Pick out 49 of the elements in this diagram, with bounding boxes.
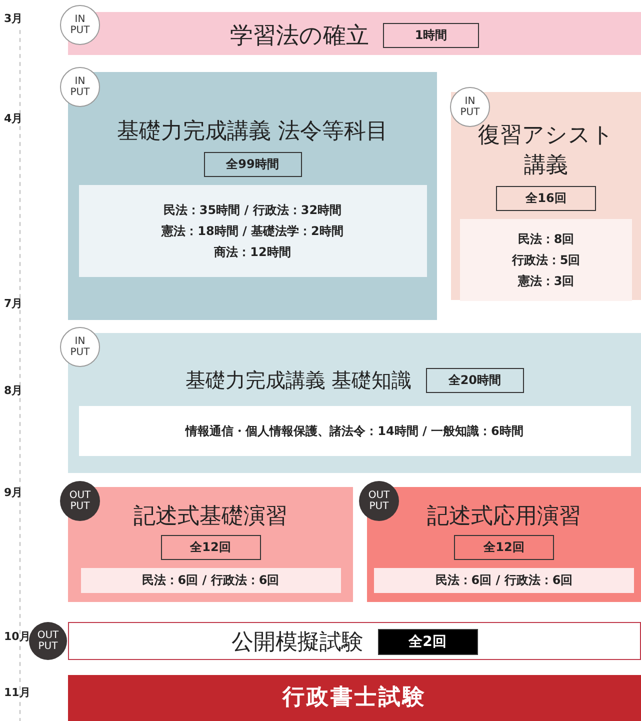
detail-text: 商法：12時間: [214, 244, 291, 260]
detail-text: 民法：6回 / 行政法：6回: [435, 572, 573, 589]
detail-text: 民法：8回: [518, 230, 574, 248]
course-title: 記述式応用演習: [427, 503, 581, 531]
phase-badge: OUT PUT: [60, 481, 100, 521]
detail-panel: [460, 219, 632, 301]
month-label: 4月: [4, 111, 24, 126]
detail-panel: [78, 406, 630, 456]
phase-badge: IN PUT: [60, 5, 100, 45]
course-title: 学習法の確立: [230, 22, 369, 51]
course-block: [68, 12, 641, 55]
detail-text: 憲法：3回: [518, 272, 574, 290]
phase-badge: IN PUT: [60, 67, 100, 107]
phase-badge: OUT PUT: [29, 622, 67, 660]
course-block: [68, 675, 641, 721]
course-block: [68, 72, 437, 320]
count-tag: 全12回: [160, 535, 260, 560]
course-block: [68, 622, 641, 660]
month-label: 3月: [4, 11, 24, 26]
detail-panel: [78, 185, 426, 277]
count-tag: 全20時間: [426, 368, 524, 393]
course-block: [451, 92, 641, 300]
detail-text: 憲法：18時間 / 基礎法学：2時間: [162, 222, 344, 240]
detail-text: 行政法：5回: [512, 252, 580, 268]
course-block: [367, 487, 641, 602]
month-label: 8月: [4, 383, 24, 398]
count-tag: 1時間: [383, 23, 479, 48]
month-label: 11月: [4, 685, 32, 700]
count-tag: 全12回: [454, 535, 554, 560]
course-title: 記述式基礎演習: [134, 503, 288, 531]
course-block: [68, 333, 641, 473]
count-tag: 全2回: [378, 629, 478, 655]
course-title: 基礎力完成講義 法令等科目: [117, 118, 388, 146]
month-label: 9月: [4, 485, 24, 500]
count-tag: 全99時間: [204, 152, 302, 177]
detail-text: 民法：35時間 / 行政法：32時間: [163, 202, 342, 218]
count-tag: 全16回: [496, 186, 596, 211]
course-title: 公開模擬試験: [232, 629, 364, 657]
course-title: 基礎力完成講義 基礎知識: [185, 367, 412, 394]
course-block: [68, 487, 353, 602]
phase-badge: IN PUT: [60, 327, 100, 367]
detail-text: 情報通信・個人情報保護、諸法令：14時間 / 一般知識：6時間: [186, 422, 524, 440]
detail-text: 民法：6回 / 行政法：6回: [142, 572, 280, 589]
detail-panel: [374, 568, 634, 593]
detail-panel: [80, 568, 340, 593]
phase-badge: OUT PUT: [359, 481, 399, 521]
course-title: 行政書士試験: [282, 684, 426, 712]
month-label: 10月: [4, 629, 32, 644]
month-label: 7月: [4, 296, 24, 311]
